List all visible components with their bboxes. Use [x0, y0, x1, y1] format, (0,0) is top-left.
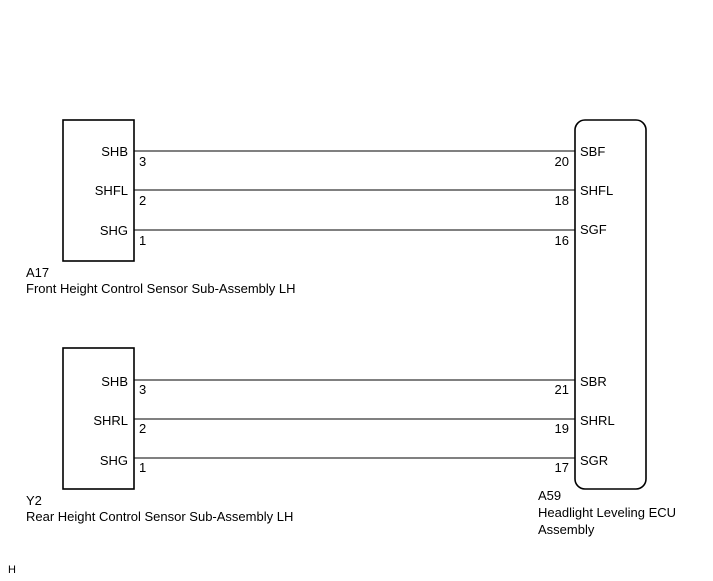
- rear-sensor-pin-number-2: 2: [139, 421, 146, 436]
- ecu-name-line-1: Headlight Leveling ECU: [538, 505, 676, 520]
- ecu-rear-pin-number-3: 17: [555, 460, 569, 475]
- rear-sensor-connector: SHB SHRL SHG 3 2 1: [62, 347, 146, 490]
- front-sensor-pin-number-1: 3: [139, 154, 146, 169]
- rear-sensor-pin-number-3: 1: [139, 460, 146, 475]
- ecu-rear-pin-label-2: SHRL: [580, 413, 615, 428]
- front-sensor-pin-label-3: SHG: [100, 223, 128, 238]
- ecu-rear-pin-label-3: SGR: [580, 453, 608, 468]
- ecu-front-pin-number-1: 20: [555, 154, 569, 169]
- ecu-box: [574, 119, 647, 490]
- rear-sensor-pin-label-1: SHB: [101, 374, 128, 389]
- rear-sensor-name: Rear Height Control Sensor Sub-Assembly …: [26, 509, 293, 524]
- rear-sensor-pin-label-2: SHRL: [93, 413, 128, 428]
- front-sensor-box: [62, 119, 135, 262]
- ecu-rear-pin-number-1: 21: [555, 382, 569, 397]
- ecu-front-pin-number-2: 18: [555, 193, 569, 208]
- front-sensor-name: Front Height Control Sensor Sub-Assembly…: [26, 281, 296, 296]
- ecu-name-line-2: Assembly: [538, 522, 595, 537]
- ecu-code: A59: [538, 488, 561, 503]
- ecu-front-pin-label-3: SGF: [580, 222, 607, 237]
- ecu-front-pin-label-2: SHFL: [580, 183, 613, 198]
- corner-mark: H: [8, 564, 16, 576]
- front-sensor-code: A17: [26, 265, 49, 280]
- rear-sensor-code: Y2: [26, 493, 42, 508]
- front-sensor-pin-number-2: 2: [139, 193, 146, 208]
- front-sensor-pin-label-2: SHFL: [95, 183, 128, 198]
- rear-sensor-pin-label-3: SHG: [100, 453, 128, 468]
- rear-sensor-box: [62, 347, 135, 490]
- ecu-rear-pin-label-1: SBR: [580, 374, 607, 389]
- wires: [134, 150, 575, 459]
- ecu-front-pin-number-3: 16: [555, 233, 569, 248]
- ecu-front-pin-label-1: SBF: [580, 144, 605, 159]
- ecu-rear-pin-number-2: 19: [555, 421, 569, 436]
- front-sensor-connector: SHB SHFL SHG 3 2 1: [62, 119, 146, 262]
- rear-sensor-pin-number-1: 3: [139, 382, 146, 397]
- front-sensor-pin-number-3: 1: [139, 233, 146, 248]
- ecu-connector: SBF SHFL SGF 20 18 16 SBR SHRL SGR 21 19…: [555, 119, 647, 490]
- front-sensor-pin-label-1: SHB: [101, 144, 128, 159]
